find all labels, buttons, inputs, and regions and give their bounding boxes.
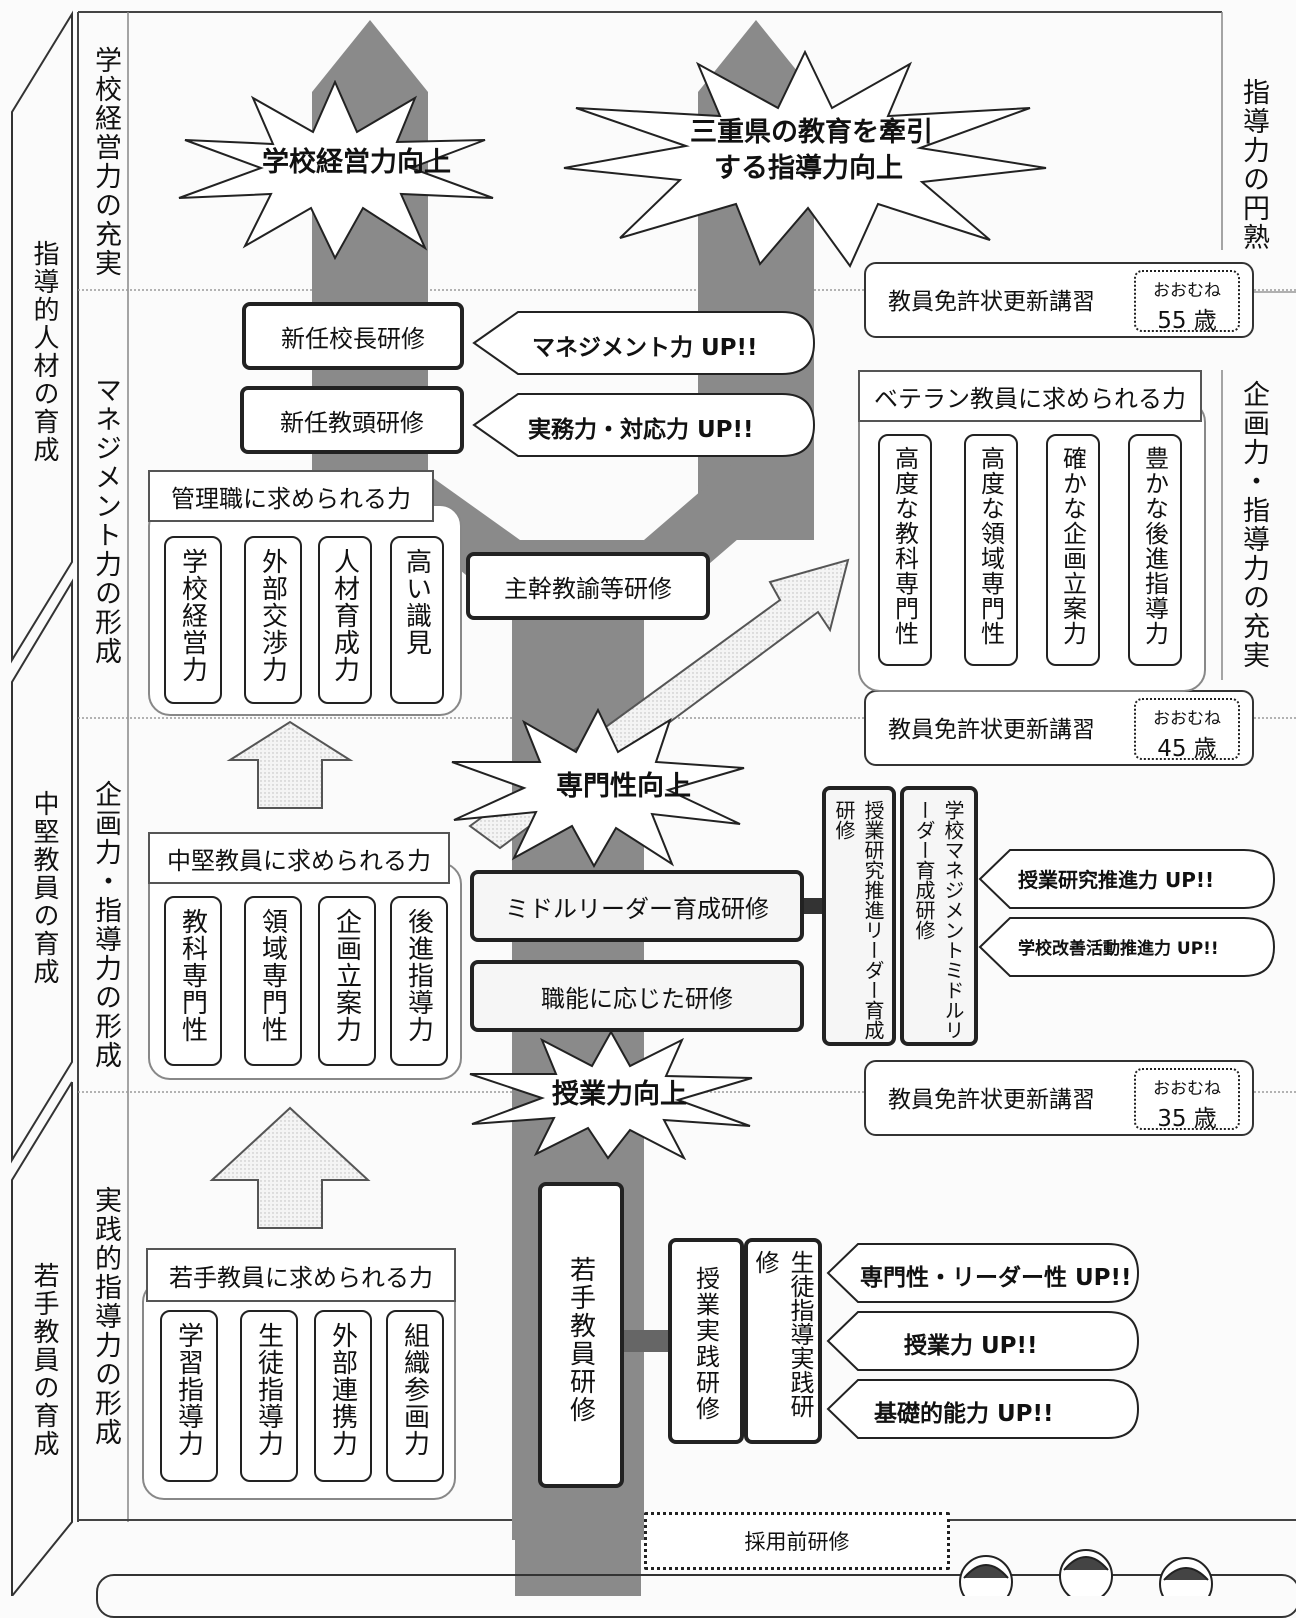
callout-practical-shape (472, 393, 816, 457)
burst-expertise-label: 専門性向上 (556, 771, 691, 802)
training-lesson-research-leader-label: 授業研究推進リーダー育成研修 (832, 800, 885, 1040)
burst-teaching (469, 1030, 753, 1160)
training-school-mgmt-leader: 学校マネジメントミドルリーダー育成研修 (900, 786, 978, 1046)
callout-lesson-research-shape (978, 849, 1276, 909)
manager-skill-1: 学校経営力 (164, 536, 222, 704)
panel-middle-title: 中堅教員に求められる力 (148, 832, 450, 884)
burst-school-management-label: 学校経営力向上 (262, 147, 451, 178)
training-lesson-research-leader: 授業研究推進リーダー育成研修 (822, 786, 896, 1046)
training-young-teacher-label: 若手教員研修 (565, 1256, 596, 1424)
veteran-skill-2: 高度な領域専門性 (964, 434, 1018, 666)
left-band-mid: 中堅教員の育成 (29, 790, 59, 986)
training-lesson-practice-label: 授業実践研修 (691, 1266, 720, 1422)
training-lesson-practice: 授業実践研修 (668, 1238, 744, 1444)
burst-expertise (451, 708, 745, 868)
left-band-young: 若手教員の育成 (29, 1262, 59, 1458)
training-pre-employment-label: 採用前研修 (744, 1530, 850, 1554)
callout-school-improvement-shape (978, 917, 1276, 977)
burst-mie-education (563, 50, 1047, 268)
age-badge-35: おおむね 35 歳 (1134, 1068, 1240, 1132)
training-chief-teacher: 主幹教諭等研修 (466, 552, 710, 620)
young-skill-1: 学習指導力 (160, 1310, 218, 1482)
training-guidance-practice-label: 生徒指導実践研修 (751, 1250, 814, 1418)
training-new-principal: 新任校長研修 (242, 302, 464, 370)
license-renewal-45-label: 教員免許状更新講習 (888, 717, 1095, 743)
manager-skill-3: 人材育成力 (318, 536, 372, 704)
right-band-mid: 企画力・指導力の充実 (1238, 380, 1269, 670)
age-badge-55: おおむね 55 歳 (1134, 270, 1240, 334)
callout-teaching-power: 授業力 UP!! (904, 1333, 1038, 1359)
callout-practical: 実務力・対応力 UP!! (528, 417, 754, 443)
age-badge-45: おおむね 45 歳 (1134, 698, 1240, 762)
middle-skill-3: 企画立案力 (318, 896, 376, 1066)
callout-teaching-power-shape (826, 1311, 1140, 1371)
license-renewal-35: 教員免許状更新講習 おおむね 35 歳 (864, 1060, 1254, 1136)
burst-mie-label-2: する指導力向上 (714, 153, 903, 184)
burst-school-management (178, 80, 494, 260)
callout-expert-leader: 専門性・リーダー性 UP!! (860, 1265, 1132, 1291)
callout-basic-shape (826, 1379, 1140, 1439)
callout-basic: 基礎的能力 UP!! (874, 1401, 1054, 1427)
callout-lesson-research: 授業研究推進力 UP!! (1018, 868, 1215, 892)
burst-mie-label-1: 三重県の教育を牽引 (690, 117, 933, 148)
young-skill-4: 組織参画力 (386, 1310, 444, 1482)
training-chief-teacher-label: 主幹教諭等研修 (504, 574, 672, 603)
burst-teaching-label: 授業力向上 (552, 1079, 687, 1110)
veteran-skill-4: 豊かな後進指導力 (1128, 434, 1182, 666)
people-figures (959, 1549, 1213, 1596)
license-renewal-35-label: 教員免許状更新講習 (888, 1087, 1095, 1113)
training-new-principal-label: 新任校長研修 (281, 324, 425, 353)
callout-management-shape (472, 311, 816, 375)
left-band-leader: 指導的人材の育成 (29, 240, 59, 464)
training-new-vice-principal: 新任教頭研修 (240, 386, 464, 454)
training-pre-employment: 採用前研修 (644, 1512, 950, 1570)
stage-label-3: 企画力・指導力の形成 (90, 780, 121, 1070)
callout-school-improvement: 学校改善活動推進力 UP!! (1018, 939, 1219, 959)
callout-management: マネジメント力 UP!! (532, 335, 758, 361)
training-middle-leader-label: ミドルリーダー育成研修 (505, 894, 769, 923)
license-renewal-45: 教員免許状更新講習 おおむね 45 歳 (864, 690, 1254, 766)
young-skill-2: 生徒指導力 (240, 1310, 298, 1482)
training-school-mgmt-leader-label: 学校マネジメントミドルリーダー育成研修 (912, 800, 965, 1040)
veteran-skill-3: 確かな企画立案力 (1046, 434, 1100, 666)
middle-skill-2: 領域専門性 (244, 896, 302, 1066)
training-guidance-practice: 生徒指導実践研修 (744, 1238, 822, 1444)
stage-label-2: マネジメント力の形成 (90, 376, 121, 666)
right-band-top: 指導力の円熟 (1238, 78, 1269, 252)
stage-label-1: 学校経営力の充実 (90, 46, 121, 278)
training-role-based-label: 職能に応じた研修 (541, 984, 733, 1013)
manager-skill-4: 高い識見 (390, 536, 444, 704)
training-new-vice-principal-label: 新任教頭研修 (280, 408, 424, 437)
callout-expert-leader-shape (826, 1243, 1140, 1303)
panel-young-title: 若手教員に求められる力 (146, 1248, 456, 1302)
training-role-based: 職能に応じた研修 (470, 960, 804, 1032)
license-renewal-55-label: 教員免許状更新講習 (888, 289, 1095, 315)
veteran-skill-1: 高度な教科専門性 (878, 434, 932, 666)
training-middle-leader: ミドルリーダー育成研修 (470, 870, 804, 942)
license-renewal-55: 教員免許状更新講習 おおむね 55 歳 (864, 262, 1254, 338)
panel-veteran-title: ベテラン教員に求められる力 (858, 370, 1202, 422)
manager-skill-2: 外部交渉力 (244, 536, 302, 704)
middle-skill-1: 教科専門性 (164, 896, 222, 1066)
young-skill-3: 外部連携力 (314, 1310, 372, 1482)
middle-skill-4: 後進指導力 (390, 896, 448, 1066)
panel-manager-title: 管理職に求められる力 (148, 470, 434, 522)
training-young-teacher: 若手教員研修 (538, 1182, 624, 1488)
stage-label-4: 実践的指導力の形成 (90, 1186, 121, 1447)
